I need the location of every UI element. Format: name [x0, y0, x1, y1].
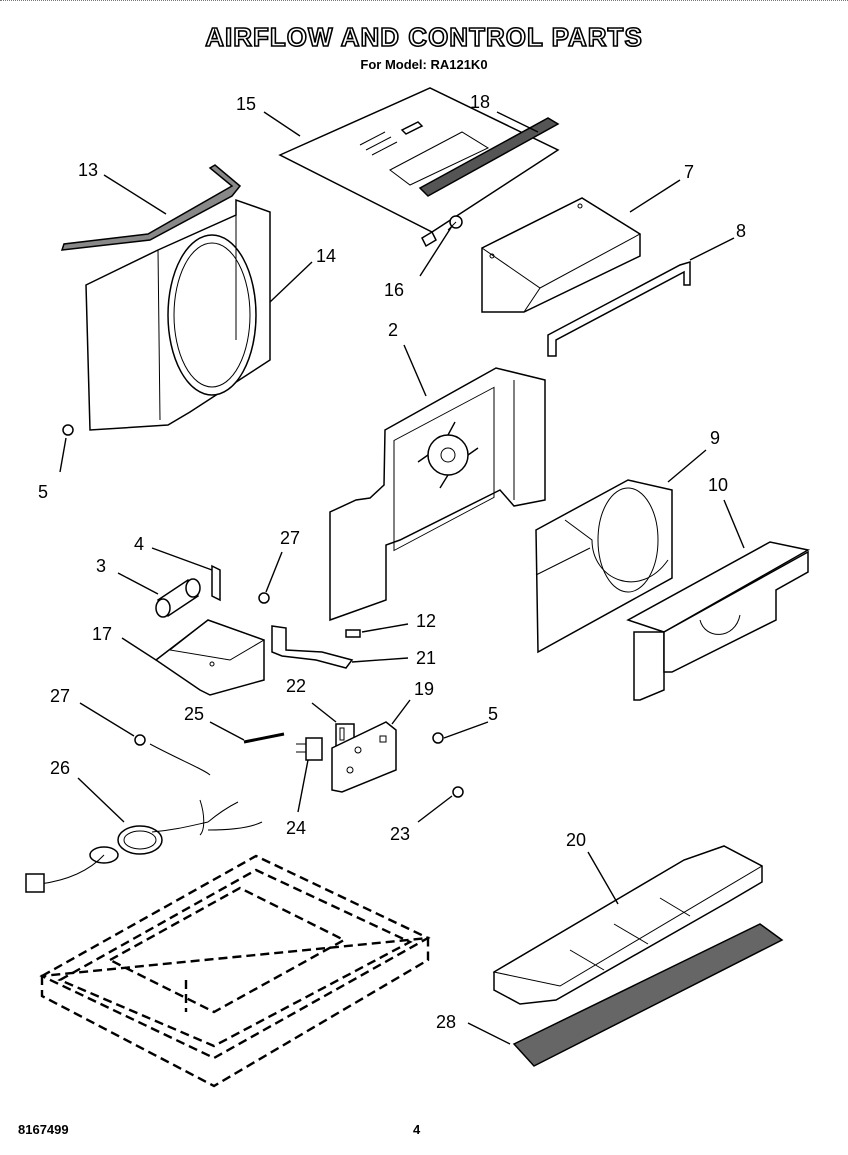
part-8-bracket [547, 260, 691, 357]
callout-3: 3 [96, 556, 106, 576]
callout-23: 23 [390, 824, 410, 844]
part-27-screw-lower [134, 734, 146, 746]
callout-27-upper: 27 [280, 528, 300, 548]
part-24-thermostat [296, 737, 323, 761]
callout-20: 20 [566, 830, 586, 850]
part-19-control-plate [331, 721, 397, 793]
callout-13: 13 [78, 160, 98, 180]
page-number: 4 [413, 1122, 421, 1137]
part-14-orifice-panel [85, 198, 271, 431]
part-20-drain-tray [492, 845, 764, 1005]
callout-21: 21 [416, 648, 436, 668]
part-2-scroll-plate [329, 367, 546, 622]
callout-8: 8 [736, 221, 746, 241]
page-title: AIRFLOW AND CONTROL PARTS [204, 21, 643, 53]
part-27-screw-upper [258, 592, 270, 604]
part-18-foam-strip [418, 117, 560, 197]
page-top-rule [0, 0, 848, 4]
part-21-linkage [271, 625, 354, 669]
callout-15: 15 [236, 94, 256, 114]
callout-7: 7 [684, 162, 694, 182]
part-17-capacitor-bracket [154, 619, 266, 696]
part-9-shroud [535, 479, 673, 654]
part-10-rail [626, 541, 811, 701]
part-7-control-housing [481, 197, 641, 313]
callout-10: 10 [708, 475, 728, 495]
part-16-screw [447, 215, 463, 231]
part-3-capacitor [155, 578, 201, 618]
part-25-wire [243, 732, 285, 744]
part-5-screw-lower [432, 732, 444, 744]
callout-4: 4 [134, 534, 144, 554]
part-15-top-cover [278, 87, 560, 248]
model-subtitle: For Model: RA121K0 [360, 57, 488, 72]
callout-19: 19 [414, 679, 434, 699]
callout-5-lower: 5 [488, 704, 498, 724]
part-12-screw [345, 629, 361, 638]
callout-2: 2 [388, 320, 398, 340]
callout-17: 17 [92, 624, 112, 644]
part-28-air-filter [512, 923, 784, 1067]
callout-18: 18 [470, 92, 490, 112]
part-13-seal [60, 164, 242, 251]
callout-16: 16 [384, 280, 404, 300]
doc-number: 8167499 [18, 1122, 69, 1137]
callout-26: 26 [50, 758, 70, 778]
callout-14: 14 [316, 246, 336, 266]
callout-labels: 15 18 13 7 14 8 16 2 5 9 10 4 27 3 12 17… [38, 92, 746, 1032]
leader-lines [59, 111, 745, 1045]
callout-25: 25 [184, 704, 204, 724]
callout-5-left: 5 [38, 482, 48, 502]
callout-27-lower: 27 [50, 686, 70, 706]
part-23-screw [452, 786, 464, 798]
part-26-power-cord [25, 743, 263, 893]
callout-22: 22 [286, 676, 306, 696]
callout-28: 28 [436, 1012, 456, 1032]
part-4-strap [211, 564, 221, 602]
base-pan-outline [39, 854, 431, 1088]
callout-9: 9 [710, 428, 720, 448]
part-5-screw-left [62, 424, 74, 436]
callout-12: 12 [416, 611, 436, 631]
callout-24: 24 [286, 818, 306, 838]
